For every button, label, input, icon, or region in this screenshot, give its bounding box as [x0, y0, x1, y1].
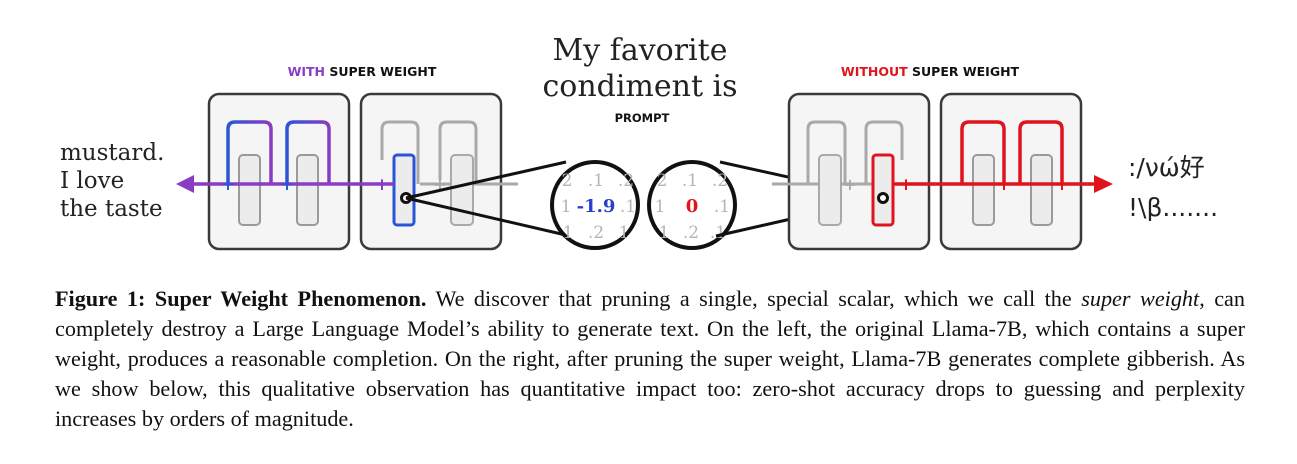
- caption-text-part2: , can completely destroy a Large Languag…: [55, 286, 1245, 431]
- left-block-1-loop-1: [226, 120, 273, 184]
- left-plus-1: +: [221, 175, 235, 195]
- left-title: WITH SUPER WEIGHT: [288, 64, 437, 79]
- left-matrix-cell: .1: [588, 171, 604, 191]
- right-title-highlight: WITHOUT: [841, 64, 908, 79]
- right-block-2-loop-2: [1018, 120, 1064, 184]
- left-block-2-sublayer-2: [450, 154, 474, 226]
- right-matrix-cell: 1: [659, 223, 670, 243]
- right-output-arrowhead: [1094, 175, 1113, 193]
- left-output-line2: I love: [60, 168, 124, 194]
- right-pruned-sublayer: [871, 153, 895, 227]
- right-pruned-weight-value: 0: [686, 196, 699, 217]
- right-block-1-sublayer-1: [818, 154, 842, 226]
- right-plus-3: +: [1055, 175, 1069, 195]
- right-matrix-cell: .2: [683, 223, 699, 243]
- left-title-highlight: WITH: [288, 64, 325, 79]
- left-output-line3: the taste: [60, 196, 163, 222]
- right-weight-matrix-zoom: [647, 160, 737, 250]
- left-block-2: [359, 92, 503, 251]
- left-block-1-loop-2: [285, 120, 331, 184]
- left-matrix-cell: 1: [563, 223, 574, 243]
- right-matrix-cell: .1: [714, 197, 730, 217]
- right-output-line1: :/νώ好: [1128, 153, 1205, 182]
- figure-caption: Figure 1: Super Weight Phenomenon. We di…: [55, 284, 1245, 434]
- right-block-1-plus-gray: +: [843, 175, 856, 194]
- right-zoom-point: [877, 192, 889, 204]
- right-output-line2: !\β.......: [1128, 193, 1218, 222]
- right-plus-1: +: [899, 175, 913, 195]
- left-zoom-line-bottom: [405, 196, 571, 238]
- caption-text-part1: We discover that pruning a single, speci…: [426, 286, 1082, 311]
- left-block-1-sublayer-1: [238, 154, 261, 226]
- right-block-1-loop-1: [806, 120, 847, 184]
- prompt-label: PROMPT: [615, 111, 670, 125]
- left-plus-3: +: [375, 175, 389, 195]
- left-super-weight-sublayer: [392, 153, 416, 227]
- left-output-arrowhead: [176, 175, 194, 193]
- prompt-text-line2: condiment is: [542, 69, 737, 104]
- right-matrix-cell: 1: [655, 197, 666, 217]
- caption-term: super weight: [1081, 286, 1200, 311]
- right-title: WITHOUT SUPER WEIGHT: [841, 64, 1020, 79]
- super-weight-figure: My favorite condiment is PROMPT WITH SUP…: [60, 33, 1218, 251]
- left-title-rest: SUPER WEIGHT: [325, 64, 437, 79]
- left-super-weight-value: -1.9: [577, 196, 616, 217]
- prompt-text-line1: My favorite: [553, 33, 728, 68]
- left-plus-2: +: [280, 175, 294, 195]
- left-matrix-cell: 2: [562, 171, 573, 191]
- right-matrix-cell: 2: [657, 171, 668, 191]
- left-block-1-sublayer-2: [296, 154, 319, 226]
- right-matrix-cell: .1: [682, 171, 698, 191]
- left-matrix-cell: 1: [561, 197, 572, 217]
- left-block-2-loop-2: [438, 120, 478, 184]
- right-block-2-sublayer-1: [972, 154, 995, 226]
- right-matrix-cell: .1: [710, 223, 726, 243]
- left-matrix-cell: .1: [620, 197, 636, 217]
- caption-label: Figure 1: Super Weight Phenomenon.: [55, 286, 427, 311]
- left-weight-matrix-zoom: [550, 160, 640, 250]
- right-block-1-loop-2: [864, 120, 904, 184]
- left-matrix-cell: .2: [588, 223, 604, 243]
- left-matrix-cell: .2: [618, 171, 634, 191]
- right-block-1: [787, 92, 931, 251]
- right-block-2-sublayer-2: [1030, 154, 1053, 226]
- right-block-2-loop-1: [960, 120, 1006, 184]
- left-output-line1: mustard.: [60, 140, 164, 166]
- right-matrix-cell: .2: [712, 171, 728, 191]
- left-block-2-loop-1: [380, 120, 420, 184]
- left-matrix-cell: 1: [619, 223, 630, 243]
- right-title-rest: SUPER WEIGHT: [908, 64, 1020, 79]
- left-zoom-line-top: [405, 160, 567, 200]
- right-plus-2: +: [997, 175, 1011, 195]
